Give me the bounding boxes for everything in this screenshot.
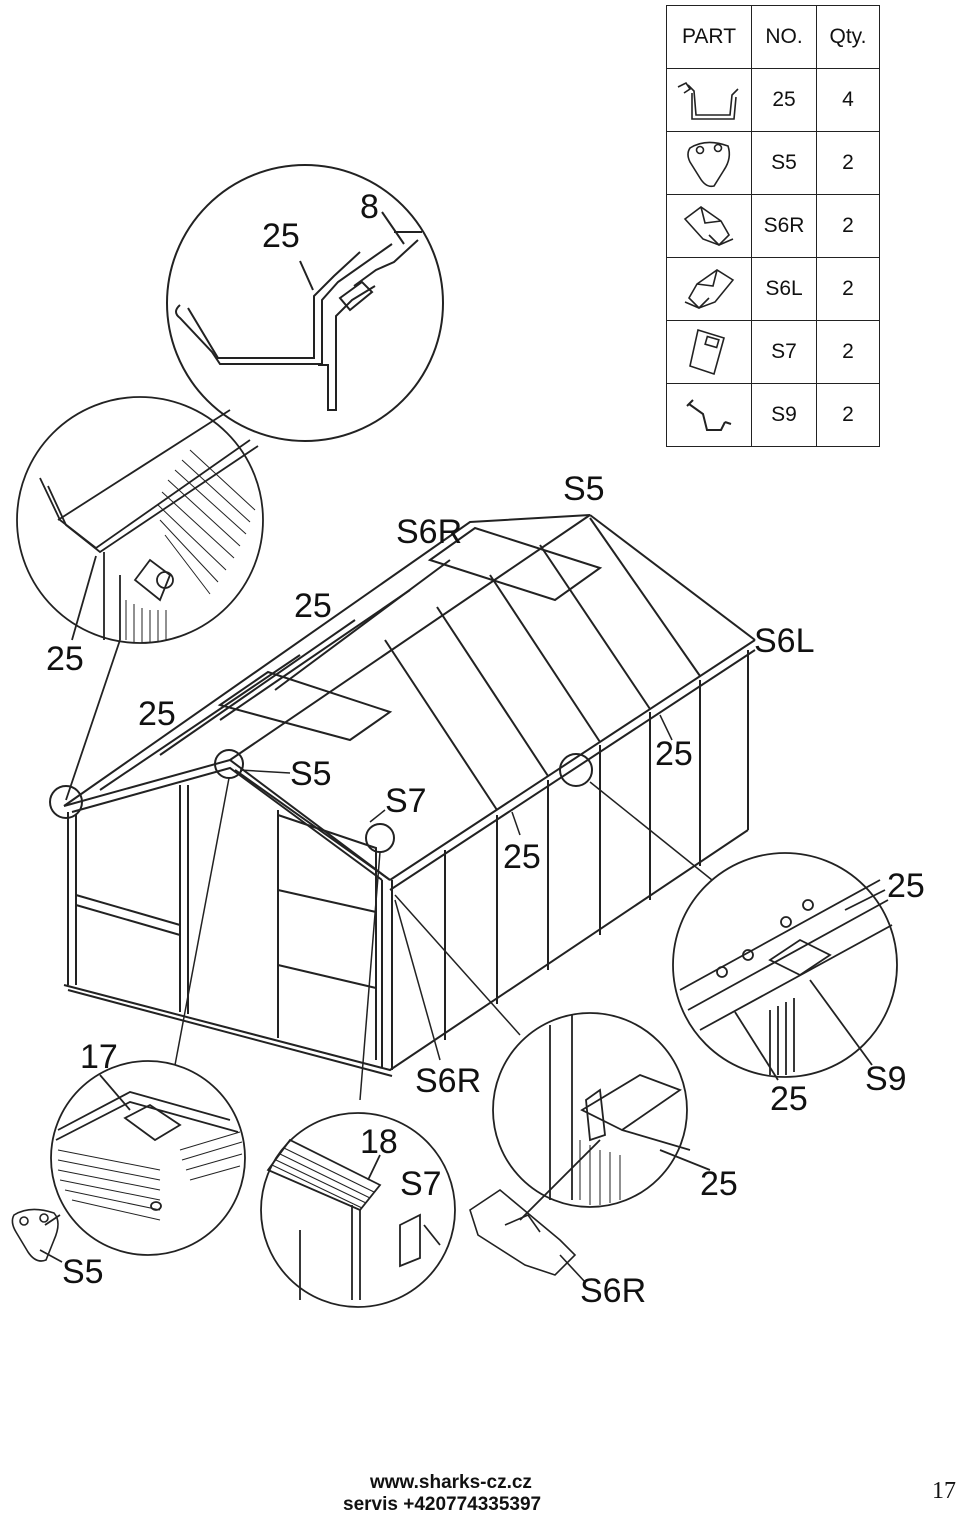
label-25-side-right: 25 bbox=[655, 735, 693, 773]
label-25-roof: 25 bbox=[294, 587, 332, 625]
label-25-top-detail: 25 bbox=[262, 217, 300, 255]
table-row: S5 2 bbox=[666, 131, 880, 195]
leader-lines bbox=[174, 714, 713, 1101]
label-s6r-side: S6R bbox=[415, 1062, 481, 1100]
header-part: PART bbox=[666, 5, 752, 69]
part-no-cell: S6L bbox=[751, 257, 817, 321]
label-25-side-mid: 25 bbox=[503, 838, 541, 876]
label-25-right-detail-bottom: 25 bbox=[770, 1080, 808, 1118]
part-no-cell: S5 bbox=[751, 131, 817, 195]
detail-circle-eave-gutter bbox=[16, 396, 264, 801]
qty-cell: 2 bbox=[816, 320, 880, 384]
qty-cell: 2 bbox=[816, 257, 880, 321]
label-s7: S7 bbox=[385, 782, 427, 820]
clip-plate-icon bbox=[666, 320, 752, 384]
part-no-cell: S9 bbox=[751, 383, 817, 447]
table-row: S9 2 bbox=[666, 383, 880, 447]
gutter-bracket-icon bbox=[666, 383, 752, 447]
qty-cell: 2 bbox=[816, 194, 880, 258]
footer-website: www.sharks-cz.cz bbox=[370, 1472, 532, 1493]
label-25-left-roof: 25 bbox=[138, 695, 176, 733]
parts-table-header: PART NO. Qty. bbox=[666, 5, 880, 69]
gutter-end-cap-icon bbox=[666, 131, 752, 195]
detail-circle-downpipe-connector bbox=[492, 1012, 711, 1221]
label-18: 18 bbox=[360, 1123, 398, 1161]
label-25-right-detail-top: 25 bbox=[887, 867, 925, 905]
label-25-left-detail: 25 bbox=[46, 640, 84, 678]
header-qty: Qty. bbox=[816, 5, 880, 69]
qty-cell: 4 bbox=[816, 68, 880, 132]
detail-circle-end-cap bbox=[44, 1060, 246, 1256]
s6r-connector-icon bbox=[469, 1189, 586, 1283]
left-downpipe-connector-icon bbox=[666, 257, 752, 321]
part-no-cell: S6R bbox=[751, 194, 817, 258]
detail-circle-gutter-bracket bbox=[672, 852, 898, 1081]
part-no-cell: 25 bbox=[751, 68, 817, 132]
gutter-profile-icon bbox=[666, 68, 752, 132]
label-s6r-roof: S6R bbox=[396, 513, 462, 551]
detail-circle-gutter-profile bbox=[166, 164, 444, 442]
right-downpipe-connector-icon bbox=[666, 194, 752, 258]
label-s6r-bottom-right: S6R bbox=[580, 1272, 646, 1310]
table-row: S6R 2 bbox=[666, 194, 880, 258]
label-8-top-detail: 8 bbox=[360, 188, 379, 226]
label-s5-bottom-left: S5 bbox=[62, 1253, 104, 1291]
table-row: S7 2 bbox=[666, 320, 880, 384]
footer-service-phone: servis +420774335397 bbox=[343, 1494, 542, 1515]
label-s9: S9 bbox=[865, 1060, 907, 1098]
table-row: S6L 2 bbox=[666, 257, 880, 321]
label-s7-bottom: S7 bbox=[400, 1165, 442, 1203]
label-s5-front: S5 bbox=[290, 755, 332, 793]
label-17: 17 bbox=[80, 1038, 118, 1076]
part-no-cell: S7 bbox=[751, 320, 817, 384]
label-s5-roof: S5 bbox=[563, 470, 605, 508]
qty-cell: 2 bbox=[816, 131, 880, 195]
parts-table: PART NO. Qty. 25 4 S5 2 bbox=[666, 5, 880, 447]
page-number: 17 bbox=[932, 1478, 956, 1504]
label-s6l: S6L bbox=[754, 622, 815, 660]
greenhouse-frame bbox=[49, 514, 756, 1077]
qty-cell: 2 bbox=[816, 383, 880, 447]
label-25-bottom-right: 25 bbox=[700, 1165, 738, 1203]
s5-end-cap-icon bbox=[11, 1208, 63, 1263]
detail-circle-clip-plate bbox=[260, 1112, 456, 1308]
header-no: NO. bbox=[751, 5, 817, 69]
page-footer: www.sharks-cz.cz servis +420774335397 17 bbox=[0, 1470, 960, 1517]
table-row: 25 4 bbox=[666, 68, 880, 132]
